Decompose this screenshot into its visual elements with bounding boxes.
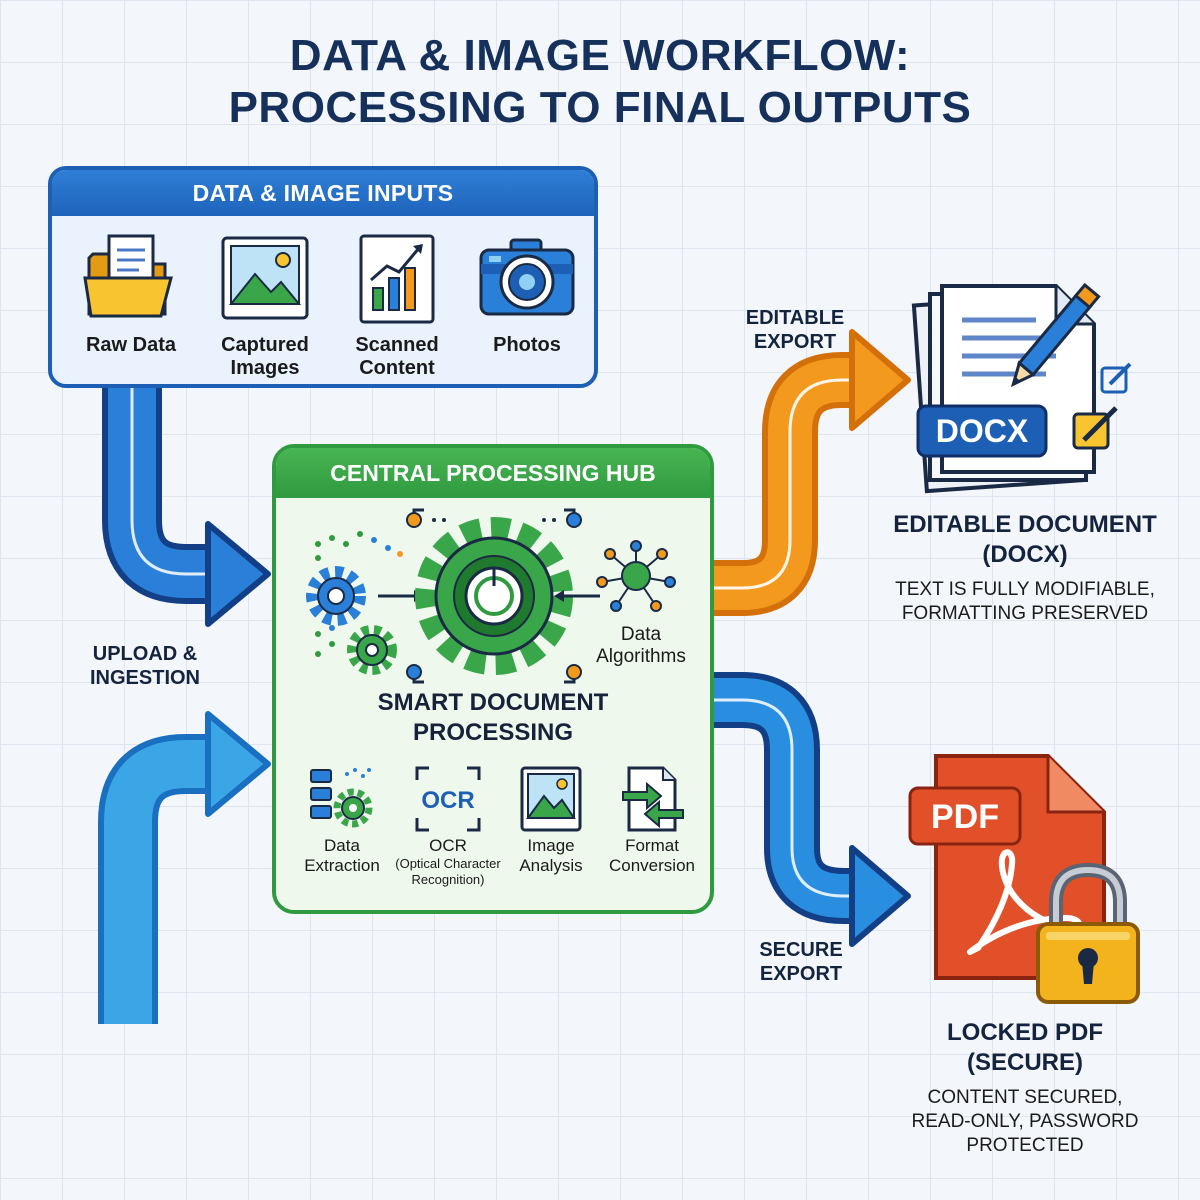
tool-label: Format Conversion <box>609 836 695 875</box>
tool-image-analysis: Image Analysis <box>504 764 598 876</box>
docx-badge-text: DOCX <box>936 413 1029 449</box>
data-algorithms-label: Data Algorithms <box>596 624 686 667</box>
tool-data-extraction: Data Extraction <box>290 764 394 876</box>
docx-output-title: EDITABLE DOCUMENT (DOCX) <box>893 511 1157 568</box>
hub-header: CENTRAL PROCESSING HUB <box>276 448 710 498</box>
tool-ocr: OCR OCR (Optical Character Recognition) <box>390 764 506 888</box>
input-item-scanned-content: Scanned Content <box>332 228 462 380</box>
processing-hub-panel: CENTRAL PROCESSING HUB <box>272 444 714 914</box>
tool-sublabel: (Optical Character Recognition) <box>395 856 501 887</box>
title-line-1: DATA & IMAGE WORKFLOW: <box>289 31 911 80</box>
smart-processing-title: SMART DOCUMENT PROCESSING <box>377 689 609 746</box>
input-item-raw-data: Raw Data <box>66 228 196 357</box>
input-label: Raw Data <box>85 334 177 356</box>
input-item-photos: Photos <box>462 228 592 357</box>
processing-gears-icon <box>306 508 676 684</box>
input-item-captured-images: Captured Images <box>200 228 330 380</box>
data-extraction-icon <box>310 768 373 828</box>
upload-arrow <box>102 386 271 627</box>
format-conversion-icon <box>622 766 684 832</box>
editable-export-arrow <box>712 329 911 616</box>
pdf-document-icon: PDF <box>908 754 1140 1004</box>
upload-ingestion-label: UPLOAD & INGESTION <box>89 643 200 689</box>
editable-export-label: EDITABLE EXPORT <box>745 307 845 353</box>
image-icon <box>221 236 309 320</box>
ocr-icon-text: OCR <box>421 787 474 814</box>
tool-label: Data Extraction <box>304 836 380 875</box>
tool-label: Image Analysis <box>519 836 583 875</box>
chart-document-icon <box>359 234 435 324</box>
camera-icon <box>479 238 575 316</box>
secure-export-label: SECURE EXPORT <box>759 939 843 985</box>
tool-format-conversion: Format Conversion <box>596 764 708 876</box>
input-label: Captured Images <box>221 334 309 379</box>
title-line-2: PROCESSING TO FINAL OUTPUTS <box>228 83 972 132</box>
page-title: DATA & IMAGE WORKFLOW: PROCESSING TO FIN… <box>0 30 1200 134</box>
docx-output-description: TEXT IS FULLY MODIFIABLE, FORMATTING PRE… <box>895 579 1155 624</box>
inputs-panel: DATA & IMAGE INPUTS Raw Data Captured Im… <box>48 166 598 388</box>
secure-export-arrow <box>712 672 911 947</box>
folder-document-icon <box>83 234 173 318</box>
input-label: Scanned Content <box>355 334 439 379</box>
inputs-header: DATA & IMAGE INPUTS <box>52 170 594 216</box>
pdf-output-title: LOCKED PDF (SECURE) <box>947 1019 1103 1076</box>
image-analysis-icon <box>520 766 582 832</box>
ocr-icon: OCR <box>415 766 481 832</box>
pdf-output-description: CONTENT SECURED, READ-ONLY, PASSWORD PRO… <box>911 1087 1139 1156</box>
docx-document-icon: DOCX <box>911 282 1132 494</box>
pdf-badge-text: PDF <box>931 798 999 836</box>
tool-label: OCR <box>429 836 467 855</box>
ingestion-arrow <box>98 711 271 1024</box>
input-label: Photos <box>493 334 561 356</box>
lock-icon <box>1036 862 1140 1004</box>
